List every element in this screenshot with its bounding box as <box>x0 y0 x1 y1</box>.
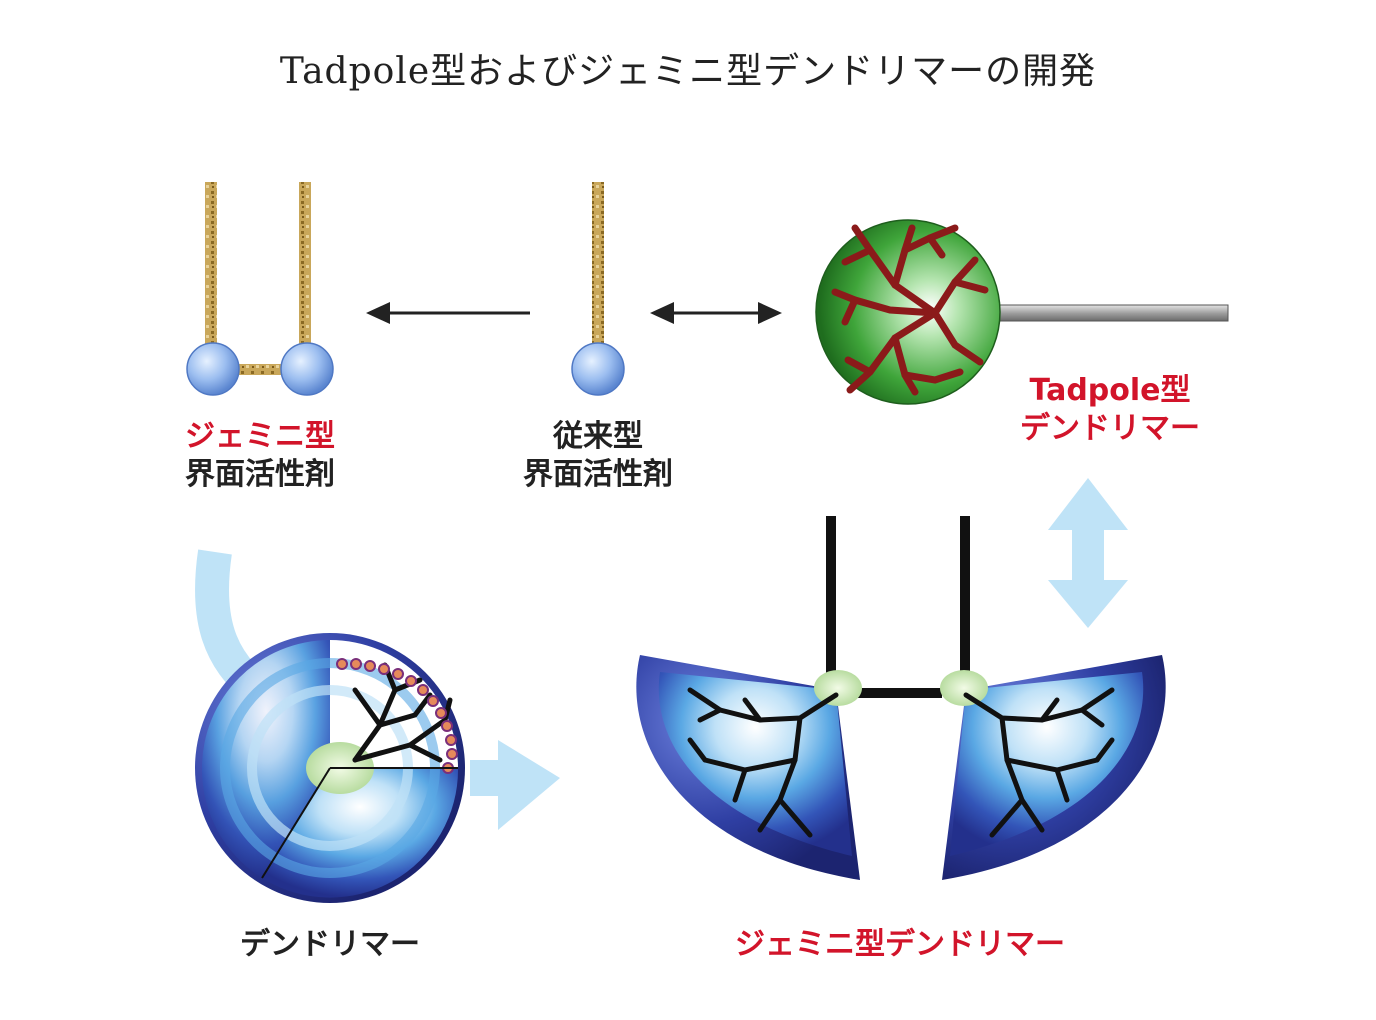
double-arrow-icon <box>650 302 782 324</box>
arrow-left-icon <box>366 302 530 324</box>
page-title: Tadpole型およびジェミニ型デンドリマーの開発 <box>279 51 1097 92</box>
gemini-dendrimer-icon <box>636 516 1166 880</box>
vertical-double-arrow-icon <box>1048 478 1128 628</box>
tadpole-dendrimer-label: Tadpole型 デンドリマー <box>990 372 1230 448</box>
gemini-surfactant-label: ジェミニ型 界面活性剤 <box>140 418 380 494</box>
right-arrow-icon <box>470 740 560 830</box>
gemini-surfactant-icon <box>186 182 334 396</box>
gemini-surfactant-label-line2: 界面活性剤 <box>185 457 335 492</box>
conventional-surfactant-label-line1: 従来型 <box>553 419 643 454</box>
dendrimer-sphere-icon <box>195 633 465 903</box>
tadpole-dendrimer-label-line1: Tadpole型 <box>1029 373 1191 408</box>
conventional-surfactant-label: 従来型 界面活性剤 <box>478 418 718 494</box>
conventional-surfactant-icon <box>571 182 625 396</box>
conventional-surfactant-label-line2: 界面活性剤 <box>523 457 673 492</box>
tadpole-dendrimer-icon <box>815 219 1229 405</box>
dendrimer-label: デンドリマー <box>240 927 420 962</box>
gemini-surfactant-label-line1: ジェミニ型 <box>185 419 335 454</box>
gemini-dendrimer-label: ジェミニ型デンドリマー <box>735 927 1065 962</box>
tadpole-dendrimer-label-line2: デンドリマー <box>1020 411 1200 446</box>
